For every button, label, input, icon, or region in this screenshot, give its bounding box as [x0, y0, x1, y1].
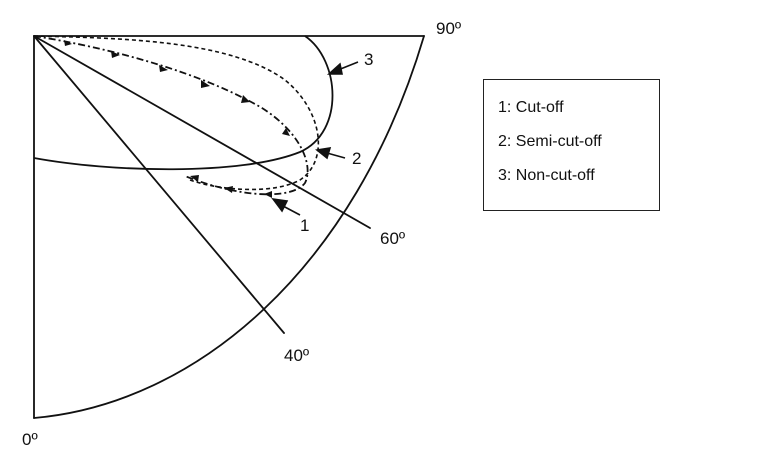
curve-1-arrow-8 [224, 186, 233, 193]
polar-frame [33, 35, 425, 419]
curve-leaders [271, 61, 359, 216]
curve-1-arrow-9 [190, 175, 199, 182]
curve-1-arrow-4 [201, 80, 210, 88]
curve-1-arrow-1 [64, 40, 72, 46]
curve-1-arrow-7 [264, 191, 272, 198]
curve-3-label: 3 [364, 50, 373, 69]
curve-1-arrow-2 [111, 51, 120, 58]
leader-1-arrowhead [271, 197, 289, 213]
curve-1-arrow-5 [241, 95, 250, 103]
angle-label-40: 40º [284, 346, 309, 365]
ray-60deg [33, 35, 371, 229]
curve-2-label: 2 [352, 149, 361, 168]
curve-1-label: 1 [300, 216, 309, 235]
curve-3-non-cut-off [33, 35, 334, 171]
curve-1-arrow-3 [159, 65, 168, 72]
leader-1 [282, 205, 301, 216]
legend: 1: Cut-off 2: Semi-cut-off 3: Non-cut-of… [483, 79, 660, 211]
outer-arc [33, 35, 425, 419]
legend-item-non-cut-off: 3: Non-cut-off [498, 167, 595, 184]
leader-2 [326, 152, 346, 159]
legend-item-semi-cut-off: 2: Semi-cut-off [498, 133, 602, 150]
curve-1-arrow-6 [282, 128, 290, 136]
leader-2-arrowhead [315, 147, 332, 160]
curve-1-arrowheads [64, 40, 290, 198]
curve-2-semi-cut-off [33, 35, 320, 191]
angle-label-90: 90º [436, 19, 461, 38]
ray-40deg [33, 35, 285, 334]
legend-item-cut-off: 1: Cut-off [498, 99, 564, 116]
angle-label-60: 60º [380, 229, 405, 248]
angle-label-0: 0º [22, 430, 38, 449]
leader-3-arrowhead [326, 62, 343, 75]
